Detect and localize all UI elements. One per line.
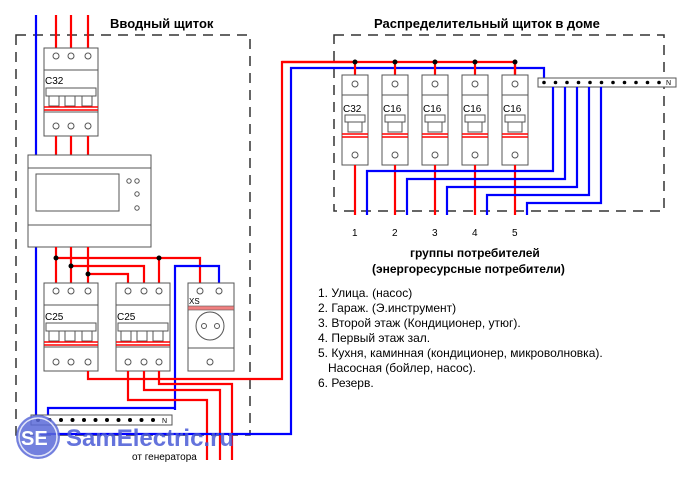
- consumer-group-item: Насосная (бойлер, насос).: [318, 361, 476, 375]
- bus-terminal: [622, 80, 627, 85]
- bus-terminal: [82, 418, 86, 422]
- distribution-panel-boundary: [333, 34, 665, 212]
- bus-terminal: [599, 80, 604, 85]
- bus-terminal: [116, 418, 121, 422]
- consumers-heading: группы потребителей: [410, 246, 540, 260]
- output-number: 4: [472, 228, 478, 239]
- input-panel-title: Вводный щиток: [110, 16, 214, 31]
- distribution-breaker-5: C16: [501, 59, 529, 215]
- consumer-group-item: 5. Кухня, каминная (кондиционер, микрово…: [318, 346, 603, 360]
- input-neutral-bus-label: N: [162, 418, 167, 425]
- socket-outlet-icon: [195, 311, 225, 341]
- output-number: 2: [392, 228, 398, 239]
- main-breaker-label: C32: [45, 76, 64, 87]
- bus-terminal: [565, 80, 569, 85]
- bus-terminal: [139, 418, 144, 422]
- bus-terminal: [151, 418, 155, 422]
- meter-display: [35, 173, 120, 212]
- distribution-breaker-1: C32: [341, 59, 369, 215]
- distribution-panel-title: Распределительный щиток в доме: [374, 16, 600, 31]
- distribution-breaker-label: C16: [383, 104, 402, 115]
- bus-terminal: [576, 80, 581, 85]
- neutral-output-wire: [525, 87, 603, 215]
- main-breaker-c32: C32: [43, 47, 99, 137]
- distribution-neutral-bus: N: [537, 77, 677, 88]
- distribution-breaker-4: C16: [461, 59, 489, 215]
- bus-terminal: [634, 80, 638, 85]
- bus-terminal: [128, 418, 132, 422]
- samelectric-logo-icon: [16, 415, 60, 459]
- neutral-output-wire: [405, 87, 567, 215]
- group-breaker-1: C25: [43, 282, 99, 372]
- output-number: 1: [352, 228, 358, 239]
- watermark-text: SamElectric.ru: [66, 425, 234, 452]
- consumer-group-item: 4. Первый этаж зал.: [318, 331, 430, 345]
- group-breaker-1-label: C25: [45, 312, 64, 323]
- distribution-breaker-label: C16: [423, 104, 442, 115]
- socket-label: XS: [189, 297, 200, 306]
- neutral-output-wire: [365, 87, 555, 215]
- distribution-breaker-label: C16: [463, 104, 482, 115]
- consumer-group-item: 1. Улица. (насос): [318, 286, 412, 300]
- distribution-breaker-3: C16: [421, 59, 449, 215]
- output-number: 3: [432, 228, 438, 239]
- bus-terminal: [657, 80, 661, 85]
- distribution-breaker-label: C16: [503, 104, 522, 115]
- distribution-neutral-bus-label: N: [666, 80, 671, 87]
- electricity-meter: [27, 154, 152, 248]
- watermark-logo-text: SE: [21, 428, 48, 450]
- consumer-group-item: 2. Гараж. (Э.инструмент): [318, 301, 456, 315]
- output-number: 5: [512, 228, 518, 239]
- neutral-output-wire: [445, 87, 579, 215]
- watermark: SE SamElectric.ru: [16, 415, 234, 459]
- bus-terminal: [588, 80, 592, 85]
- bus-terminal: [553, 80, 558, 85]
- bus-terminal: [611, 80, 615, 85]
- bus-terminal: [105, 418, 109, 422]
- socket-xs: XS: [187, 282, 235, 372]
- bus-terminal: [645, 80, 650, 85]
- bus-terminal: [542, 80, 546, 85]
- consumer-group-item: 3. Второй этаж (Кондиционер, утюг).: [318, 316, 521, 330]
- group-breaker-2-label: C25: [117, 312, 136, 323]
- bus-terminal: [93, 418, 98, 422]
- neutral-to-distribution: [40, 66, 546, 436]
- distribution-breaker-2: C16: [381, 59, 409, 215]
- consumer-group-item: 6. Резерв.: [318, 376, 374, 390]
- consumers-subheading: (энергоресурсные потребители): [372, 262, 565, 276]
- bus-terminal: [70, 418, 75, 422]
- distribution-breaker-label: C32: [343, 104, 362, 115]
- bus-terminal: [59, 418, 63, 422]
- group-breaker-2: C25: [115, 282, 171, 372]
- from-generator-label: от генератора: [132, 452, 197, 463]
- neutral-output-wire: [485, 87, 591, 215]
